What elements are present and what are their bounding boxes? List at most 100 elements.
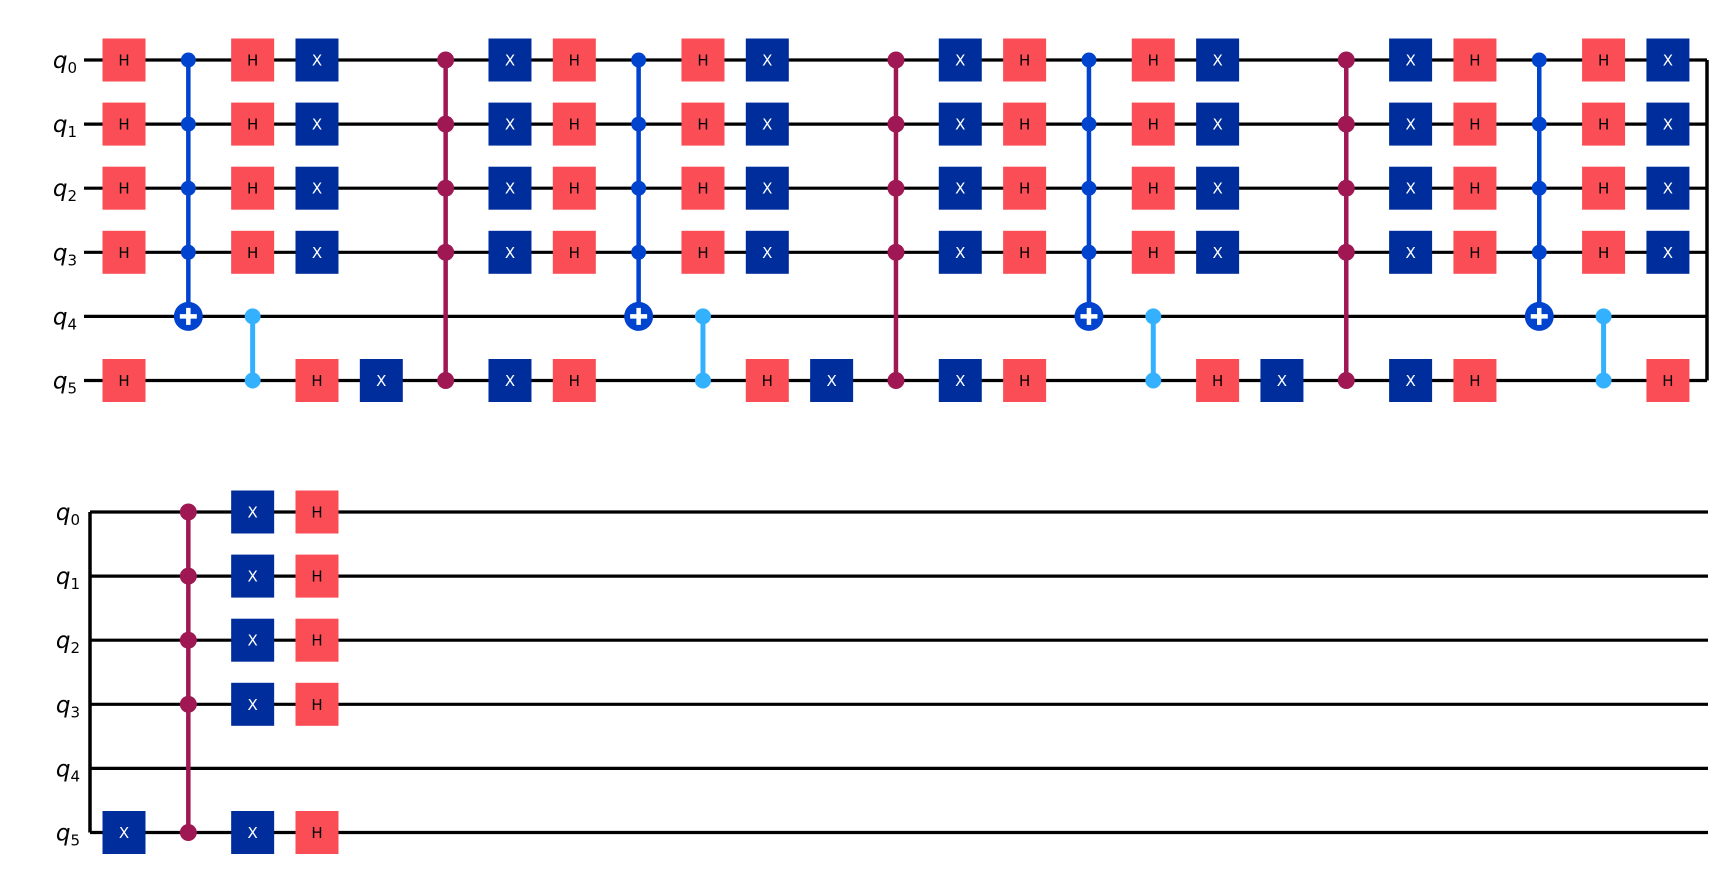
x-gate-box bbox=[488, 38, 532, 82]
x-gate-box bbox=[295, 166, 339, 210]
h-gate-label: H bbox=[247, 52, 258, 70]
h-gate-box bbox=[295, 682, 339, 726]
h-gate-label: H bbox=[762, 372, 773, 390]
h-gate-label: H bbox=[1148, 244, 1159, 262]
mcp-control-dot bbox=[1337, 179, 1355, 197]
x-gate-label: X bbox=[505, 180, 515, 198]
h-gate-label: H bbox=[697, 52, 708, 70]
h-gate-label: H bbox=[118, 372, 129, 390]
x-gate-label: X bbox=[248, 824, 258, 842]
h-gate-label: H bbox=[697, 244, 708, 262]
mcp-control-dot bbox=[1337, 243, 1355, 261]
h-gate-box bbox=[102, 166, 146, 210]
x-gate-box bbox=[745, 166, 789, 210]
h-gate-box bbox=[1646, 359, 1690, 402]
h-gate-label: H bbox=[1598, 180, 1609, 198]
x-gate-box bbox=[810, 359, 854, 402]
x-gate-label: X bbox=[312, 180, 322, 198]
x-gate-box bbox=[1389, 166, 1433, 210]
mcp-control-dot bbox=[437, 115, 455, 133]
mcp-control-dot bbox=[437, 243, 455, 261]
mcx-control-dot bbox=[1531, 116, 1547, 132]
x-gate-box bbox=[1646, 38, 1690, 82]
h-gate-label: H bbox=[311, 696, 322, 714]
x-gate-box bbox=[231, 682, 275, 726]
h-gate-label: H bbox=[1598, 116, 1609, 134]
h-gate-box bbox=[231, 230, 275, 274]
mcx-control-dot bbox=[1081, 180, 1097, 196]
h-gate-label: H bbox=[1212, 372, 1223, 390]
x-gate-label: X bbox=[505, 372, 515, 390]
h-gate-label: H bbox=[1469, 180, 1480, 198]
x-gate-box bbox=[231, 554, 275, 598]
h-gate-label: H bbox=[311, 372, 322, 390]
h-gate-box bbox=[295, 618, 339, 662]
h-gate-box bbox=[102, 359, 146, 402]
x-gate-label: X bbox=[312, 116, 322, 134]
mcx-control-dot bbox=[1081, 52, 1097, 68]
mcx-control-dot bbox=[180, 116, 196, 132]
h-gate-box bbox=[681, 166, 725, 210]
mcp-control-dot bbox=[887, 51, 905, 69]
x-gate-label: X bbox=[1212, 116, 1222, 134]
h-gate-box bbox=[1453, 102, 1497, 146]
mcx-control-dot bbox=[631, 116, 647, 132]
h-gate-label: H bbox=[1598, 244, 1609, 262]
h-gate-label: H bbox=[1148, 116, 1159, 134]
mcp-control-dot bbox=[437, 372, 455, 389]
h-gate-box bbox=[1131, 166, 1175, 210]
cz-control-dot bbox=[1595, 372, 1612, 389]
x-gate-box bbox=[1646, 102, 1690, 146]
x-gate-label: X bbox=[1212, 244, 1222, 262]
x-gate-box bbox=[295, 38, 339, 82]
x-gate-label: X bbox=[955, 244, 965, 262]
x-gate-label: X bbox=[312, 52, 322, 70]
qubit-label: q5 bbox=[53, 369, 77, 398]
cz-control-dot bbox=[244, 308, 261, 325]
x-gate-box bbox=[1389, 230, 1433, 274]
h-gate-box bbox=[1131, 102, 1175, 146]
qubit-label: q4 bbox=[53, 304, 77, 333]
mcp-control-dot bbox=[179, 503, 197, 521]
qubit-label: q2 bbox=[53, 176, 77, 205]
h-gate-label: H bbox=[118, 180, 129, 198]
h-gate-label: H bbox=[1469, 244, 1480, 262]
h-gate-box bbox=[681, 230, 725, 274]
h-gate-label: H bbox=[1019, 372, 1030, 390]
h-gate-label: H bbox=[1148, 180, 1159, 198]
h-gate-box bbox=[552, 38, 596, 82]
h-gate-label: H bbox=[697, 180, 708, 198]
x-gate-box bbox=[1389, 102, 1433, 146]
h-gate-box bbox=[1131, 230, 1175, 274]
cz-control-dot bbox=[1595, 308, 1612, 325]
h-gate-box bbox=[1453, 230, 1497, 274]
qubit-label: q1 bbox=[56, 564, 80, 593]
mcx-control-dot bbox=[631, 52, 647, 68]
qubit-label: q3 bbox=[53, 240, 77, 269]
mcp-control-dot bbox=[179, 631, 197, 649]
h-gate-label: H bbox=[118, 244, 129, 262]
x-gate-label: X bbox=[1277, 372, 1287, 390]
mcp-control-dot bbox=[1337, 51, 1355, 69]
x-gate-label: X bbox=[1212, 180, 1222, 198]
x-gate-box bbox=[938, 38, 982, 82]
mcx-control-dot bbox=[1531, 180, 1547, 196]
h-gate-label: H bbox=[247, 244, 258, 262]
h-gate-box bbox=[295, 811, 339, 854]
x-gate-label: X bbox=[505, 52, 515, 70]
mcp-control-dot bbox=[179, 824, 197, 841]
cz-control-dot bbox=[244, 372, 261, 389]
x-gate-box bbox=[488, 102, 532, 146]
h-gate-box bbox=[231, 102, 275, 146]
x-gate-label: X bbox=[248, 696, 258, 714]
qubit-label: q5 bbox=[56, 821, 80, 850]
mcp-control-dot bbox=[179, 695, 197, 713]
x-gate-box bbox=[1389, 359, 1433, 402]
h-gate-label: H bbox=[569, 372, 580, 390]
qubit-label: q0 bbox=[53, 48, 77, 77]
h-gate-label: H bbox=[1019, 244, 1030, 262]
x-gate-box bbox=[488, 166, 532, 210]
h-gate-label: H bbox=[1148, 52, 1159, 70]
mcp-control-dot bbox=[887, 179, 905, 197]
